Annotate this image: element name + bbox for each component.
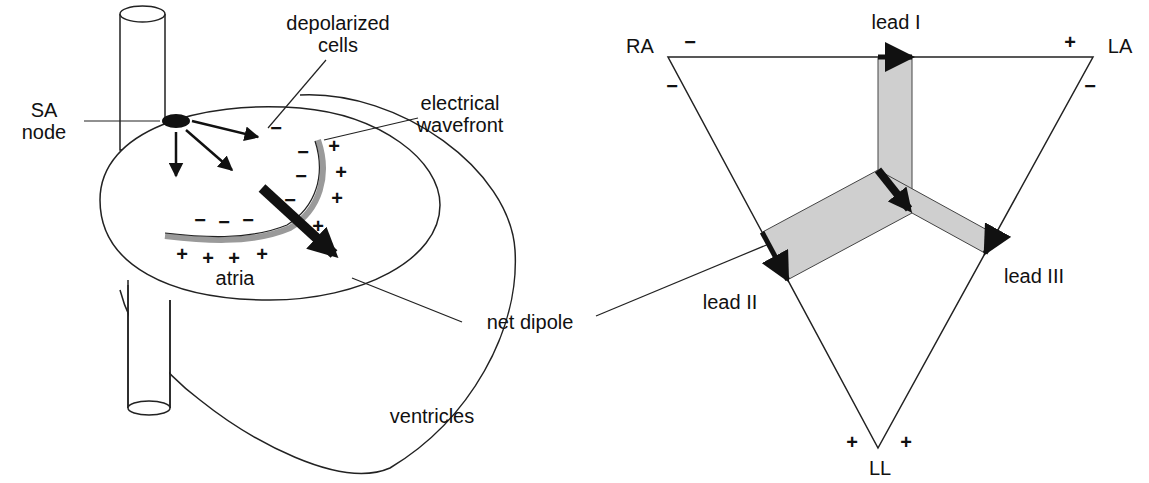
spread-arrow [192, 121, 258, 137]
polarity-sign: + [328, 135, 340, 157]
part-label: SA node [9, 99, 79, 143]
electrode-label: LL [869, 457, 891, 479]
polarity-sign: − [297, 141, 309, 163]
polarity-sign: − [270, 117, 282, 139]
leader-line [84, 120, 160, 121]
polarity-sign: + [331, 187, 343, 209]
polarity-sign: + [335, 161, 347, 183]
polarity-sign: − [666, 75, 678, 97]
part-label: ventricles [390, 405, 474, 427]
atria-outline [100, 107, 440, 300]
polarity-sign: − [242, 209, 254, 231]
part-label: atria [216, 267, 255, 289]
polarity-sign: − [284, 189, 296, 211]
lead-projection-arrow [878, 55, 912, 60]
spread-arrow [186, 130, 232, 170]
vessel-bottom-opening [128, 401, 170, 415]
electrode-label: LA [1108, 35, 1132, 57]
polarity-sign: + [256, 243, 268, 265]
polarity-sign: − [194, 209, 206, 231]
polarity-sign: − [1084, 75, 1096, 97]
polarity-sign: + [228, 247, 240, 269]
part-label: depolarized cells [278, 12, 398, 56]
part-label: electrical wavefront [410, 92, 510, 136]
polarity-sign: − [295, 165, 307, 187]
lead-projection-arrow [985, 235, 995, 254]
net-dipole-arrow [878, 170, 909, 209]
lead-projection-arrow [762, 232, 788, 280]
lead-label: lead III [1004, 265, 1064, 287]
polarity-sign: − [218, 211, 230, 233]
lead-label: lead I [872, 11, 921, 33]
lead-projections [762, 57, 995, 280]
part-label: net dipole [487, 311, 574, 333]
sa-node-symbol [162, 114, 190, 128]
polarity-sign: − [684, 31, 696, 53]
polarity-sign: + [846, 431, 858, 453]
polarity-sign: + [176, 243, 188, 265]
vessel-bottom [128, 280, 170, 408]
leader-line [352, 278, 462, 322]
polarity-sign: + [1064, 31, 1076, 53]
polarity-sign: + [312, 215, 324, 237]
vessel-bottom-walls [128, 285, 170, 408]
vessel-top-opening [120, 6, 165, 22]
lead-label: lead II [703, 291, 757, 313]
einthoven-triangle [668, 57, 1093, 448]
spread-arrow [175, 132, 178, 176]
projection-band [762, 170, 912, 280]
electrode-label: RA [626, 35, 654, 57]
net-dipole-arrow [262, 188, 334, 254]
projection-band [878, 170, 995, 253]
polarity-sign: + [202, 247, 214, 269]
polarity-sign: + [900, 431, 912, 453]
vessel-bottom-fill [129, 290, 169, 408]
